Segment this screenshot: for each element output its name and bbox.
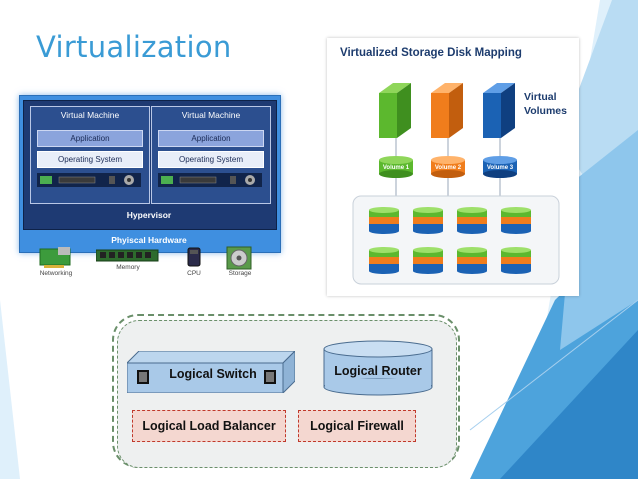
virtual-volume-block-blue: [483, 83, 515, 138]
storage-diagram-title: Virtualized Storage Disk Mapping: [340, 47, 522, 59]
virtual-volumes-label-line2: Volumes: [524, 105, 567, 117]
vm-application: Application: [37, 130, 143, 147]
logical-switch-label: Logical Switch: [169, 367, 257, 381]
cpu-icon: [187, 247, 201, 267]
storage-mapping-diagram: [352, 83, 560, 285]
logical-load-balancer-box: Logical Load Balancer: [132, 410, 286, 442]
logical-switch-box: [127, 351, 295, 393]
virtual-machine-1: Virtual Machine Application Operating Sy…: [30, 106, 150, 204]
disk-stack: [413, 247, 443, 274]
storage-disk-icon: [226, 246, 252, 270]
virtual-volume-block-orange: [431, 83, 463, 138]
disk-stack: [457, 207, 487, 234]
hardware-label-cpu: CPU: [187, 270, 201, 277]
disk-stack: [501, 247, 531, 274]
vm-virtual-hardware-icons: [37, 173, 141, 187]
hardware-label-storage: Storage: [228, 270, 252, 277]
disk-stack: [369, 207, 399, 234]
virtual-volumes-label: Virtual Volumes: [524, 90, 576, 118]
volume-label-3: Volume 3: [486, 165, 514, 171]
volume-cylinder-1: [379, 156, 413, 178]
vm-title: Virtual Machine: [60, 110, 120, 120]
vm-title: Virtual Machine: [181, 110, 241, 120]
virtual-volume-block-green: [379, 83, 411, 138]
logical-router-label: Logical Router: [334, 364, 422, 378]
logical-router-cylinder: [323, 340, 433, 396]
hypervisor-label: Hypervisor: [126, 210, 172, 220]
disk-stack: [369, 247, 399, 274]
memory-stick-icon: [96, 249, 159, 262]
slide-title: Virtualization: [36, 30, 232, 64]
network-card-icon: [39, 247, 71, 268]
volume-cylinder-3: [483, 156, 517, 178]
vm-virtual-hardware-icons: [158, 173, 262, 187]
physical-disk-grid: [369, 207, 531, 274]
disk-stack: [501, 207, 531, 234]
vm-application: Application: [158, 130, 264, 147]
disk-stack: [413, 207, 443, 234]
volume-label-2: Volume 2: [434, 165, 462, 171]
virtual-volumes-label-line1: Virtual: [524, 91, 557, 103]
hardware-label-networking: Networking: [39, 270, 73, 277]
virtual-machine-2: Virtual Machine Application Operating Sy…: [151, 106, 271, 204]
logical-firewall-box: Logical Firewall: [298, 410, 416, 442]
vm-operating-system: Operating System: [37, 151, 143, 168]
physical-hardware-label: Phyiscal Hardware: [111, 235, 187, 245]
volume-label-1: Volume 1: [382, 165, 410, 171]
volume-cylinder-2: [431, 156, 465, 178]
vm-operating-system: Operating System: [158, 151, 264, 168]
hardware-label-memory: Memory: [116, 264, 140, 271]
disk-stack: [457, 247, 487, 274]
